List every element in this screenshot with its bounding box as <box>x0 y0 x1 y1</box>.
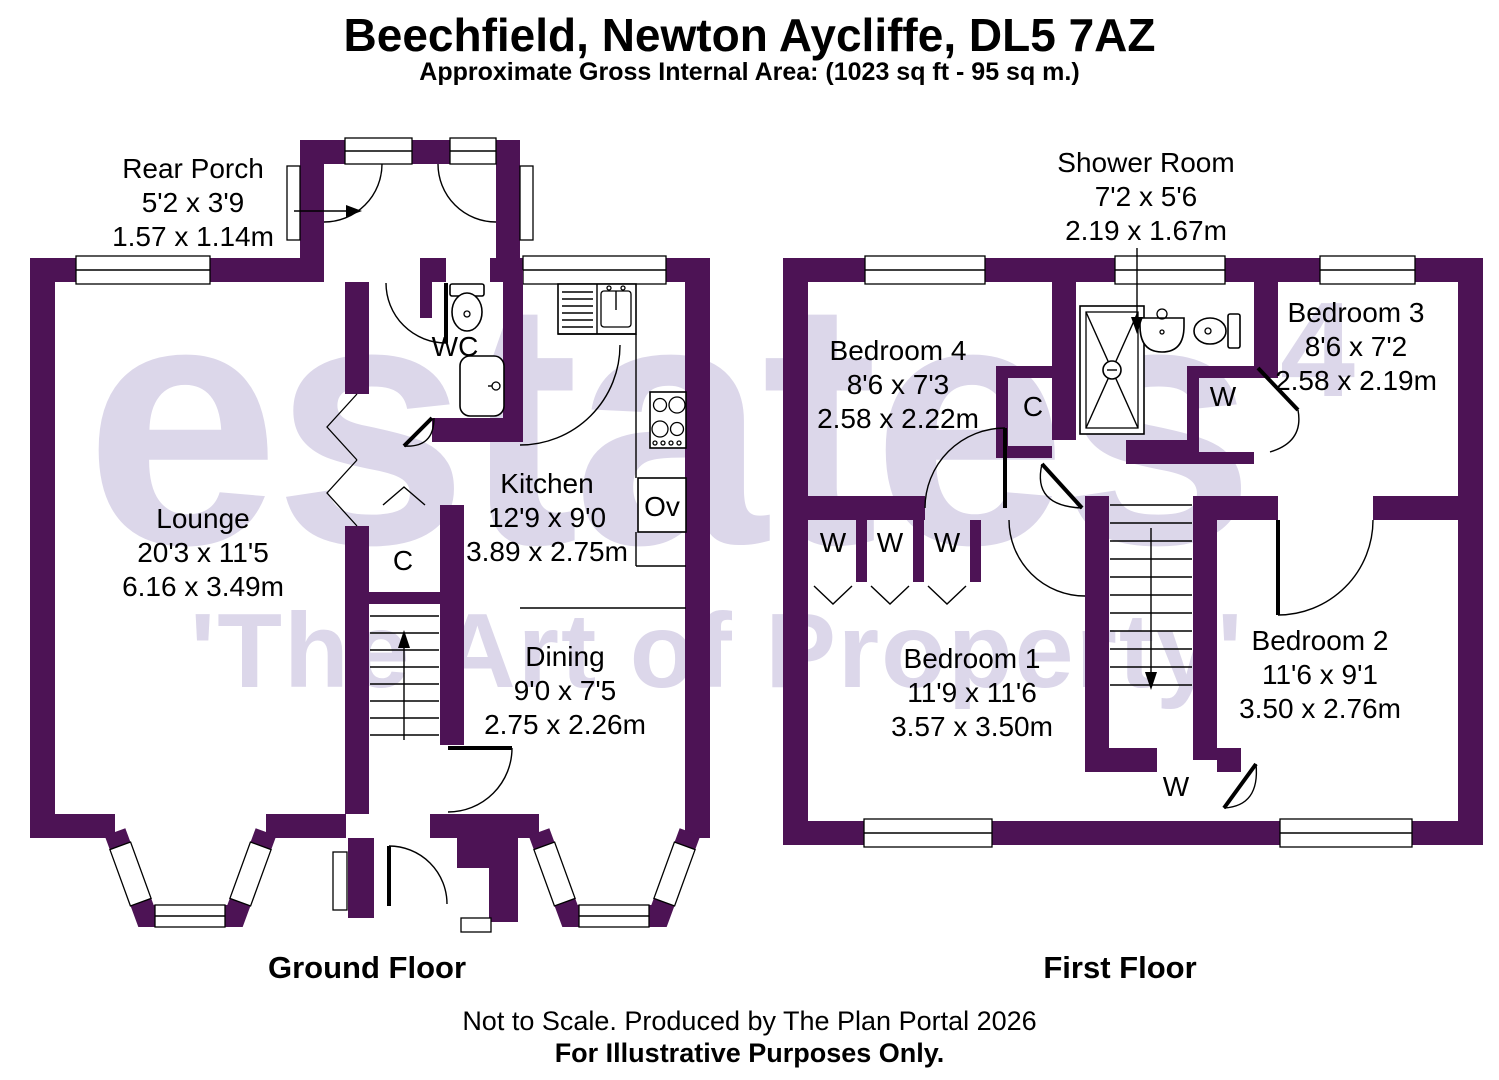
hall-door <box>385 282 448 344</box>
cupboard-label-first: C <box>1022 391 1044 422</box>
page-subtitle: Approximate Gross Internal Area: (1023 s… <box>419 58 1080 86</box>
ground-outer-walls <box>30 258 710 838</box>
room-dim-metric: 3.50 x 2.76m <box>1239 693 1401 724</box>
wardrobe-doors <box>813 585 967 605</box>
room-dim-metric: 2.58 x 2.19m <box>1275 365 1437 396</box>
shower-room-pointer-arrow <box>1131 248 1143 334</box>
first-floor-caption: First Floor <box>1043 950 1197 985</box>
room-dim-metric: 2.58 x 2.22m <box>817 403 979 434</box>
ground-cupboard-and-stairs <box>369 486 464 745</box>
room-label-rear-porch: Rear Porch 5'2 x 3'9 1.57 x 1.14m <box>83 152 303 254</box>
first-windows <box>863 255 1416 848</box>
wardrobe-label-2: W <box>876 527 904 558</box>
room-label-bedroom-4: Bedroom 4 8'6 x 7'3 2.58 x 2.22m <box>768 334 1028 436</box>
ground-floor-caption: Ground Floor <box>267 950 467 985</box>
room-name: Bedroom 2 <box>1251 625 1389 656</box>
room-dim-imperial: 8'6 x 7'2 <box>1304 331 1408 362</box>
bay-windows-ground <box>104 828 701 928</box>
wardrobe-label-bottom: W <box>1162 771 1190 802</box>
room-name: Bedroom 1 <box>903 643 1041 674</box>
room-dim-imperial: 20'3 x 11'5 <box>137 537 269 568</box>
room-label-bedroom-1: Bedroom 1 11'9 x 11'6 3.57 x 3.50m <box>842 642 1102 744</box>
room-dim-imperial: 12'9 x 9'0 <box>487 502 607 533</box>
wardrobe-label-3: W <box>933 527 961 558</box>
room-dim-imperial: 7'2 x 5'6 <box>1094 181 1198 212</box>
first-doors <box>924 366 1374 810</box>
front-entrance <box>332 838 518 933</box>
room-dim-metric: 6.16 x 3.49m <box>122 571 284 602</box>
room-name: Rear Porch <box>122 153 264 184</box>
page-title: Beechfield, Newton Aycliffe, DL5 7AZ <box>343 9 1156 61</box>
wardrobe-label-bed3: W <box>1209 381 1237 412</box>
rear-porch-structure <box>286 137 534 258</box>
room-label-bedroom-2: Bedroom 2 11'6 x 9'1 3.50 x 2.76m <box>1190 624 1450 726</box>
room-dim-metric: 1.57 x 1.14m <box>112 221 274 252</box>
room-name: Lounge <box>156 503 250 534</box>
wc-label: WC <box>431 331 479 362</box>
room-name: Dining <box>525 641 605 672</box>
footer-illustrative-note: For Illustrative Purposes Only. <box>554 1038 945 1068</box>
room-dim-imperial: 11'9 x 11'6 <box>907 677 1037 708</box>
room-name: Shower Room <box>1057 147 1235 178</box>
wc-room <box>402 270 523 448</box>
room-label-bedroom-3: Bedroom 3 8'6 x 7'2 2.58 x 2.19m <box>1226 296 1486 398</box>
first-floor-plan <box>783 248 1483 848</box>
room-label-lounge: Lounge 20'3 x 11'5 6.16 x 3.49m <box>53 502 353 604</box>
watermark-superscript: 4 <box>1280 274 1356 425</box>
first-interior-walls <box>783 282 1459 772</box>
oven-label: Ov <box>644 491 680 522</box>
shower-room-fixtures <box>1079 305 1241 435</box>
ground-windows <box>75 255 667 285</box>
room-label-shower-room: Shower Room 7'2 x 5'6 2.19 x 1.67m <box>1006 146 1286 248</box>
room-label-kitchen: Kitchen 12'9 x 9'0 3.89 x 2.75m <box>417 467 677 569</box>
room-dim-imperial: 11'6 x 9'1 <box>1261 659 1379 690</box>
room-label-dining: Dining 9'0 x 7'5 2.75 x 2.26m <box>435 640 695 742</box>
room-name: Bedroom 3 <box>1287 297 1425 328</box>
dining-door <box>447 746 513 813</box>
room-dim-metric: 2.75 x 2.26m <box>484 709 646 740</box>
room-name: Kitchen <box>500 468 594 499</box>
kitchen-fixtures <box>519 283 687 609</box>
room-dim-metric: 3.89 x 2.75m <box>466 536 628 567</box>
footer-disclaimer: Not to Scale. Produced by The Plan Porta… <box>462 1006 1037 1036</box>
first-stairs <box>1110 504 1192 690</box>
wardrobe-label-1: W <box>819 527 847 558</box>
cupboard-label-ground: C <box>392 545 414 576</box>
room-name: Bedroom 4 <box>829 335 967 366</box>
room-dim-imperial: 9'0 x 7'5 <box>513 675 617 706</box>
first-outer-walls <box>783 258 1483 845</box>
room-dim-imperial: 8'6 x 7'3 <box>846 369 950 400</box>
room-dim-metric: 2.19 x 1.67m <box>1065 215 1227 246</box>
ground-floor-plan <box>30 137 710 933</box>
room-dim-imperial: 5'2 x 3'9 <box>141 187 245 218</box>
rear-porch-pointer-arrow <box>294 205 362 217</box>
lounge-hall-wall <box>326 282 369 814</box>
room-dim-metric: 3.57 x 3.50m <box>891 711 1053 742</box>
